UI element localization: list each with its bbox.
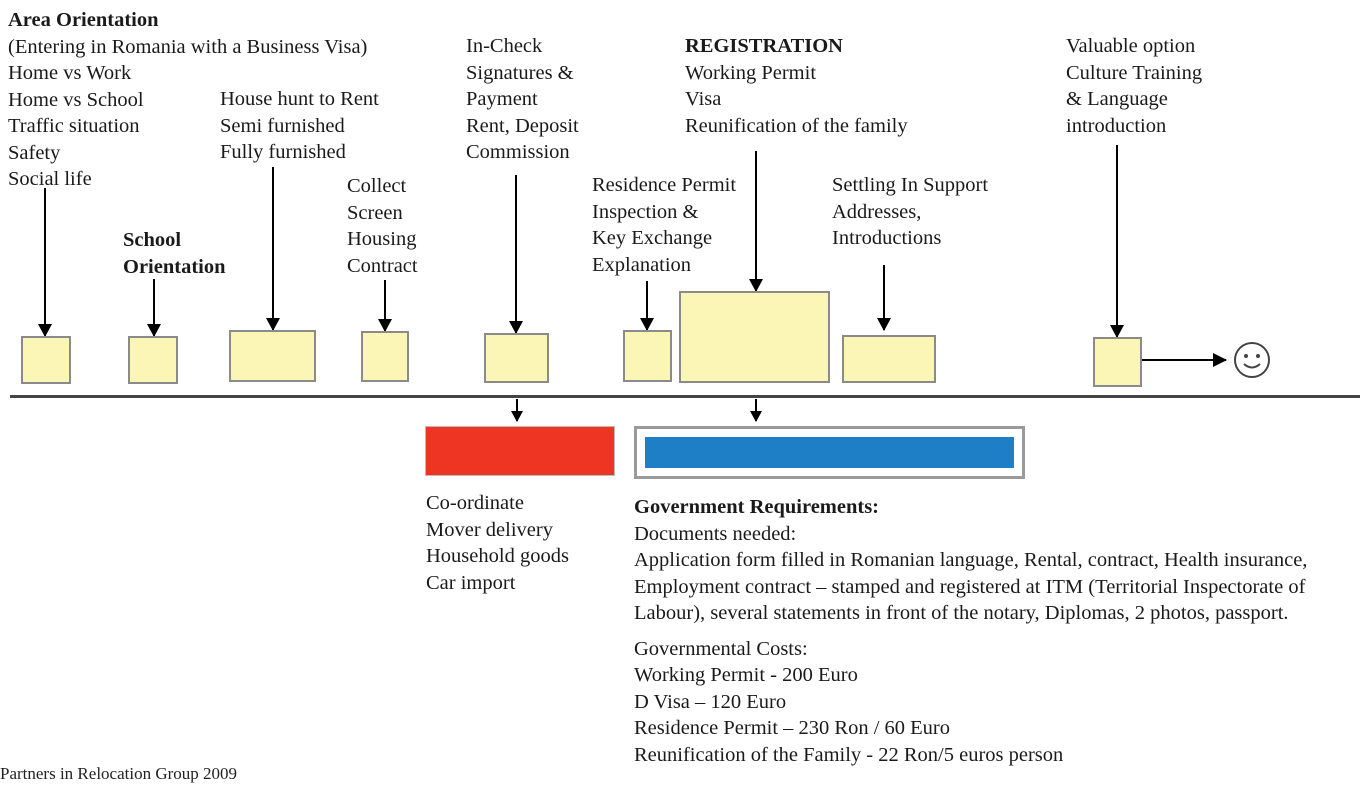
smiley-icon (1234, 342, 1270, 378)
collect-line: Screen (347, 201, 403, 224)
residence-permit-line: Explanation (592, 253, 692, 276)
step-box-area-orientation (21, 336, 71, 384)
credit-text: Partners in Relocation Group 2009 (0, 764, 238, 783)
arrow-in-check (509, 175, 523, 334)
area-orientation-line: Social life (8, 168, 92, 190)
movers-bar (425, 426, 615, 476)
school-orientation-line: School (123, 229, 182, 251)
government-requirements: Government Requirements: Documents neede… (634, 494, 1354, 768)
registration-title: REGISTRATION (685, 35, 843, 57)
area-orientation-label: Area Orientation (Entering in Romania wi… (8, 7, 367, 193)
registration-line: Visa (685, 88, 722, 110)
in-check-line: Signatures & (466, 61, 574, 84)
collect-line: Housing (347, 228, 417, 250)
arrow-house-hunt (266, 167, 280, 331)
residence-permit-line: Key Exchange (592, 227, 713, 249)
movers-line: Household goods (426, 545, 569, 567)
arrow-school-orientation (147, 279, 161, 337)
arrow-to-smiley (1142, 353, 1227, 367)
cost-item: D Visa – 120 Euro (634, 690, 787, 713)
cost-item: Working Permit - 200 Euro (634, 664, 858, 686)
step-box-registration (679, 291, 830, 383)
government-bar-fill (645, 437, 1014, 468)
settling-in-line: Addresses, (832, 200, 922, 223)
school-orientation-line: Orientation (123, 255, 226, 278)
cost-item: Reunification of the Family - 22 Ron/5 e… (634, 743, 1064, 766)
residence-permit-label: Residence Permit Inspection & Key Exchan… (592, 172, 736, 278)
movers-line: Co-ordinate (426, 492, 524, 514)
in-check-line: Payment (466, 88, 538, 110)
valuable-option-line: Culture Training (1066, 61, 1203, 84)
settling-in-line: Introductions (832, 227, 942, 249)
area-orientation-line: Home vs School (8, 88, 144, 111)
arrow-registration (749, 151, 763, 292)
school-orientation-label: School Orientation (123, 227, 226, 280)
area-orientation-title: Area Orientation (8, 9, 159, 31)
area-orientation-line: Traffic situation (8, 115, 140, 137)
government-title: Government Requirements: (634, 496, 880, 518)
registration-label: REGISTRATION Working Permit Visa Reunifi… (685, 33, 908, 139)
movers-label: Co-ordinate Mover delivery Household goo… (426, 490, 569, 596)
step-box-collect (361, 331, 409, 382)
collect-line: Contract (347, 254, 418, 277)
cost-item: Residence Permit – 230 Ron / 60 Euro (634, 717, 950, 739)
area-orientation-line: Home vs Work (8, 62, 132, 84)
collect-line: Collect (347, 175, 407, 197)
movers-line: Mover delivery (426, 518, 553, 541)
house-hunt-line: House hunt to Rent (220, 88, 379, 110)
arrow-valuable-option (1110, 145, 1124, 338)
documents-text: Application form filled in Romanian lang… (634, 549, 1308, 624)
valuable-option-line: introduction (1066, 114, 1167, 137)
house-hunt-label: House hunt to Rent Semi furnished Fully … (220, 86, 379, 166)
arrow-government (750, 399, 762, 422)
timeline-line (10, 395, 1360, 398)
in-check-line: Rent, Deposit (466, 114, 579, 137)
area-orientation-line: (Entering in Romania with a Business Vis… (8, 35, 368, 58)
step-box-house-hunt (229, 330, 316, 382)
movers-line: Car import (426, 571, 516, 594)
collect-label: Collect Screen Housing Contract (347, 173, 418, 279)
arrow-movers (511, 399, 523, 422)
house-hunt-line: Semi furnished (220, 114, 345, 137)
house-hunt-line: Fully furnished (220, 141, 346, 163)
step-box-residence-permit (623, 330, 672, 382)
in-check-label: In-Check Signatures & Payment Rent, Depo… (466, 33, 579, 166)
residence-permit-line: Inspection & (592, 200, 699, 223)
valuable-option-label: Valuable option Culture Training & Langu… (1066, 33, 1202, 139)
in-check-line: In-Check (466, 35, 543, 57)
settling-in-line: Settling In Support (832, 174, 989, 196)
step-box-school-orientation (128, 336, 178, 384)
valuable-option-line: & Language (1066, 88, 1168, 110)
registration-line: Reunification of the family (685, 114, 908, 137)
arrow-settling-in (877, 265, 891, 331)
residence-permit-line: Residence Permit (592, 174, 737, 196)
documents-heading: Documents needed: (634, 522, 797, 545)
registration-line: Working Permit (685, 61, 817, 84)
settling-in-label: Settling In Support Addresses, Introduct… (832, 172, 988, 252)
arrow-area-orientation (38, 188, 52, 337)
arrow-residence-permit (640, 281, 654, 331)
step-box-settling-in (842, 335, 936, 383)
valuable-option-line: Valuable option (1066, 35, 1196, 57)
costs-heading: Governmental Costs: (634, 637, 808, 660)
area-orientation-line: Safety (8, 141, 61, 164)
step-box-in-check (484, 333, 549, 383)
government-bar (634, 426, 1025, 479)
arrow-collect (378, 280, 392, 332)
in-check-line: Commission (466, 141, 570, 163)
step-box-valuable-option (1093, 337, 1142, 387)
